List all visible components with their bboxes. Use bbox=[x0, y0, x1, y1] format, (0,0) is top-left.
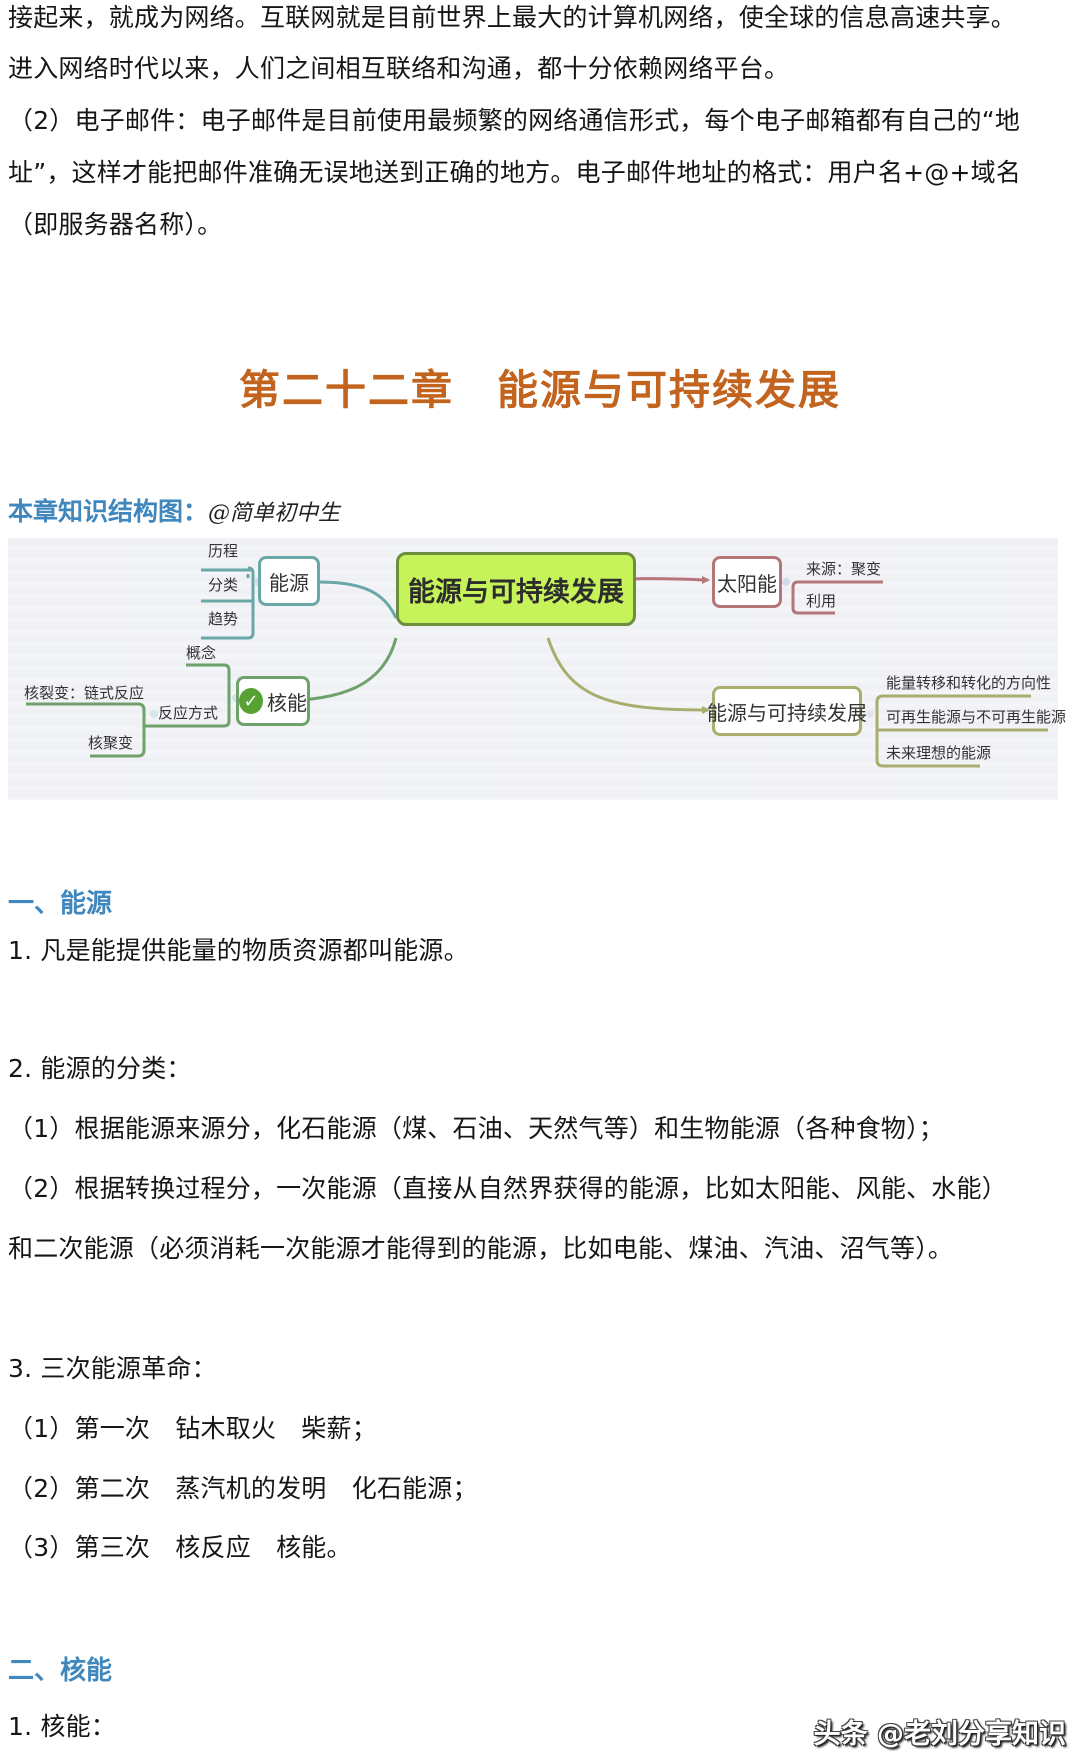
section-item-title: 2. 能源的分类： bbox=[8, 1054, 192, 1083]
section-item-title: 3. 三次能源革命： bbox=[8, 1354, 217, 1383]
section-heading-nuclear: 二、核能 bbox=[8, 1656, 113, 1686]
intro-paragraph-line: （即服务器名称）。 bbox=[8, 210, 223, 239]
mind-map-node-nuclear: ✓核能 bbox=[236, 676, 310, 726]
knowledge-mind-map: 能源与可持续发展 能源 历程 分类 趋势 ✓核能 概念 反应方式 核裂变：链式反… bbox=[8, 538, 1066, 800]
mind-map-leaf: 可再生能源与不可再生能源 bbox=[886, 708, 1067, 726]
map-heading: 本章知识结构图：@简单初中生 bbox=[8, 492, 340, 528]
section-item-line: （1）根据能源来源分，化石能源（煤、石油、天然气等）和生物能源（各种食物）； bbox=[8, 1114, 945, 1143]
mind-map-node-sustain: 能源与可持续发展 bbox=[707, 686, 867, 736]
mind-map-leaf: 趋势 bbox=[208, 610, 239, 628]
mind-map-root-node: 能源与可持续发展 bbox=[396, 552, 636, 626]
section-item: 1. 凡是能提供能量的物质资源都叫能源。 bbox=[8, 936, 469, 965]
section-item-line: （2）根据转换过程分，一次能源（直接从自然界获得的能源，比如太阳能、风能、水能） bbox=[8, 1174, 1007, 1203]
check-icon: ✓ bbox=[239, 688, 263, 714]
section-item-line: （2）第二次 蒸汽机的发明 化石能源； bbox=[8, 1474, 478, 1503]
section-item: 1. 核能： bbox=[8, 1712, 116, 1741]
mind-map-node-nuclear-label: 核能 bbox=[267, 690, 307, 715]
section-item-line: （3）第三次 核反应 核能。 bbox=[8, 1533, 352, 1562]
section-heading-energy: 一、能源 bbox=[8, 889, 113, 919]
mind-map-leaf: 分类 bbox=[208, 576, 239, 594]
mind-map-leaf: 来源：聚变 bbox=[806, 560, 882, 578]
mind-map-leaf: 核聚变 bbox=[88, 734, 134, 752]
intro-paragraph-line: 址”，这样才能把邮件准确无误地送到正确的地方。电子邮件地址的格式：用户名+@+域… bbox=[8, 158, 1022, 187]
section-item-line: 和二次能源（必须消耗一次能源才能得到的能源，比如电能、煤油、汽油、沼气等）。 bbox=[8, 1234, 954, 1263]
mind-map-node-solar: 太阳能 bbox=[712, 556, 782, 608]
mind-map-leaf: 概念 bbox=[186, 644, 217, 662]
mind-map-leaf: 核裂变：链式反应 bbox=[24, 684, 145, 702]
map-heading-author: @简单初中生 bbox=[208, 501, 341, 526]
intro-paragraph-line: （2）电子邮件：电子邮件是目前使用最频繁的网络通信形式，每个电子邮箱都有自己的“… bbox=[8, 106, 1021, 135]
watermark: 头条 @老刘分享知识 bbox=[813, 1719, 1066, 1750]
chapter-title: 第二十二章 能源与可持续发展 bbox=[239, 366, 841, 414]
map-heading-label: 本章知识结构图： bbox=[8, 497, 209, 526]
mind-map-leaf: 能量转移和转化的方向性 bbox=[886, 674, 1052, 692]
intro-paragraph-line: 接起来，就成为网络。互联网就是目前世界上最大的计算机网络，使全球的信息高速共享。 bbox=[8, 3, 1017, 32]
mind-map-leaf: 未来理想的能源 bbox=[886, 744, 992, 762]
section-item-line: （1）第一次 钻木取火 柴薪； bbox=[8, 1414, 377, 1443]
mind-map-node-energy: 能源 bbox=[258, 556, 320, 606]
mind-map-leaf: 反应方式 bbox=[158, 704, 219, 722]
mind-map-leaf: 历程 bbox=[208, 542, 239, 560]
intro-paragraph-line: 进入网络时代以来，人们之间相互联络和沟通，都十分依赖网络平台。 bbox=[8, 54, 790, 83]
mind-map-leaf: 利用 bbox=[806, 592, 837, 610]
